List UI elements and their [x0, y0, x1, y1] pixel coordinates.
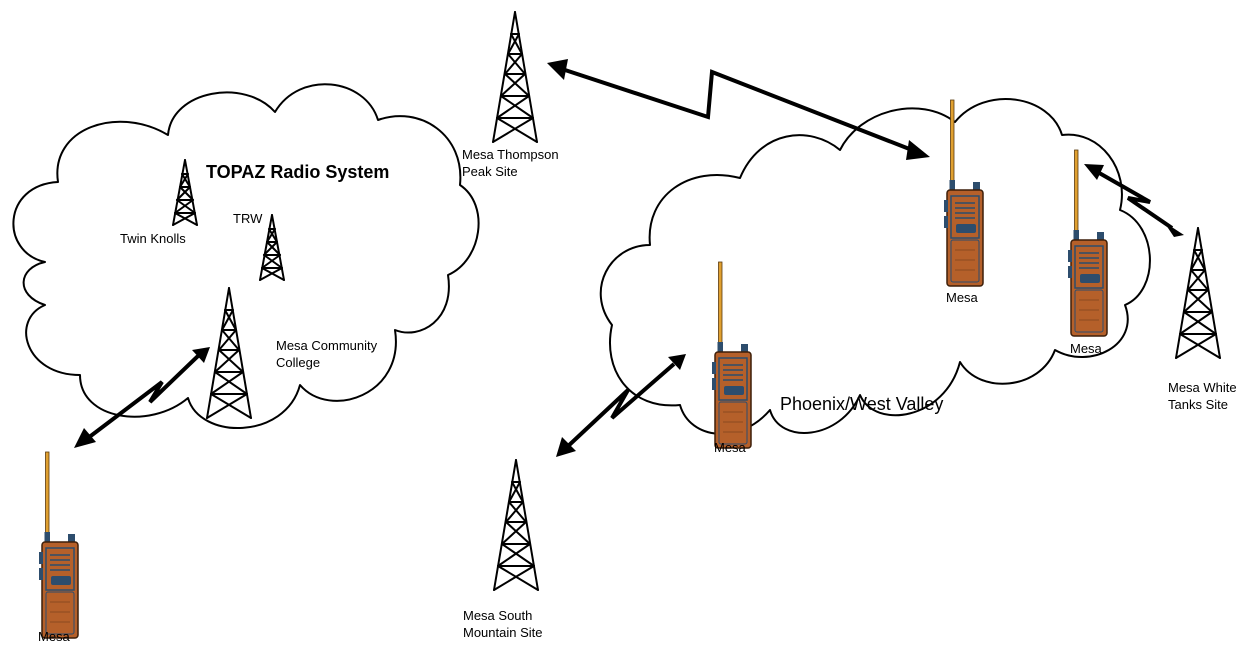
phoenix-west-valley-title: Phoenix/West Valley — [780, 394, 943, 414]
link-south-mountain-to-phoenix-radio — [556, 354, 686, 457]
white-tanks-label: Mesa White Tanks Site — [1168, 380, 1240, 412]
radio-bottom-left-icon — [38, 451, 79, 639]
phoenix-west-valley-cloud — [599, 98, 1151, 435]
twin-knolls-label: Twin Knolls — [120, 231, 186, 246]
link-thompson-to-phoenix-radio — [547, 59, 930, 160]
radio-bottom-left-label: Mesa — [38, 629, 71, 644]
thompson-peak-tower-icon — [492, 11, 538, 143]
mesa-community-college-label: Mesa Community College — [276, 338, 381, 370]
radio-phoenix-top-label: Mesa — [946, 290, 979, 305]
link-radio-to-mesa-community-college — [74, 347, 210, 448]
south-mountain-tower-icon — [493, 459, 539, 591]
white-tanks-tower-icon — [1175, 227, 1221, 359]
topaz-title: TOPAZ Radio System — [206, 162, 389, 182]
radio-phoenix-center-label: Mesa — [714, 440, 747, 455]
thompson-peak-label: Mesa Thompson Peak Site — [462, 147, 562, 179]
link-phoenix-radio-to-white-tanks — [1084, 164, 1184, 237]
trw-label: TRW — [233, 211, 263, 226]
radio-phoenix-right-label: Mesa — [1070, 341, 1103, 356]
south-mountain-label: Mesa South Mountain Site — [463, 608, 543, 640]
topaz-radio-system-cloud — [12, 83, 480, 429]
